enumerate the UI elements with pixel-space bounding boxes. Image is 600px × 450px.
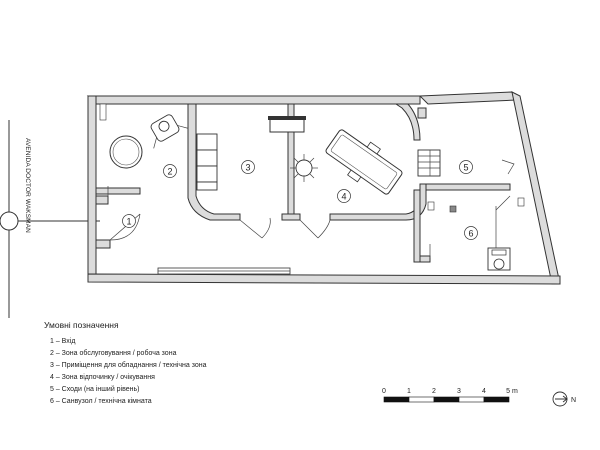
- lounger-bed: [325, 129, 403, 195]
- street-axis: AVENIDA DOCTOR WAKSMAN: [0, 120, 100, 318]
- room-label-3: 3: [241, 160, 255, 174]
- person-figure: [150, 114, 189, 149]
- sofa-cushions: [196, 133, 218, 191]
- svg-text:5: 5: [463, 163, 468, 173]
- room-label-4: 4: [337, 189, 351, 203]
- street-name-label: AVENIDA DOCTOR WAKSMAN: [24, 138, 31, 233]
- doors: [107, 186, 511, 258]
- svg-text:3: 3: [245, 163, 250, 173]
- scale-label: 1: [407, 388, 411, 395]
- scale-label: 4: [482, 388, 486, 395]
- svg-text:1: 1: [126, 217, 131, 227]
- round-table: [109, 135, 143, 169]
- svg-text:6: 6: [468, 229, 473, 239]
- wall-fixture: [427, 201, 435, 211]
- scale-label: 3: [457, 388, 461, 395]
- stairs: [417, 149, 515, 177]
- street-marker-circle: [0, 211, 19, 231]
- legend-title: Умовні позначення: [44, 320, 119, 330]
- room-label-1: 1: [122, 214, 136, 228]
- legend-item: 1 – Вхід: [50, 337, 75, 345]
- legend: Умовні позначення 1 – Вхід 2 – Зона обсл…: [44, 320, 207, 405]
- legend-item: 5 – Сходи (на інший рівень): [50, 385, 140, 393]
- legend-item: 3 – Приміщення для обладнання / технічна…: [50, 361, 207, 369]
- furniture: [99, 103, 525, 275]
- svg-text:2: 2: [167, 167, 172, 177]
- north-arrow-icon: N: [552, 391, 576, 407]
- north-label: N: [571, 397, 576, 404]
- bottom-window: [157, 267, 291, 275]
- svg-text:4: 4: [341, 192, 346, 202]
- legend-item: 2 – Зона обслуговування / робоча зона: [50, 349, 177, 357]
- legend-item: 6 – Санвузол / технічна кімната: [50, 397, 152, 405]
- scale-label: 2: [432, 388, 436, 395]
- scale-label: 5 m: [506, 388, 518, 395]
- toilet-icon: [487, 247, 511, 271]
- room-label-5: 5: [459, 160, 473, 174]
- legend-item: 4 – Зона відпочинку / очікування: [50, 373, 155, 381]
- room-label-2: 2: [163, 164, 177, 178]
- room-label-6: 6: [464, 226, 478, 240]
- building-walls: [86, 91, 561, 285]
- lamp-icon: [290, 154, 318, 182]
- scale-label: 0: [382, 388, 386, 395]
- room-numbers: 1 2 3 4 5 6: [122, 160, 478, 240]
- scale-bar: 0 1 2 3 4 5 m: [382, 388, 518, 403]
- wall-shelf: [269, 117, 305, 133]
- small-fixture: [449, 205, 457, 213]
